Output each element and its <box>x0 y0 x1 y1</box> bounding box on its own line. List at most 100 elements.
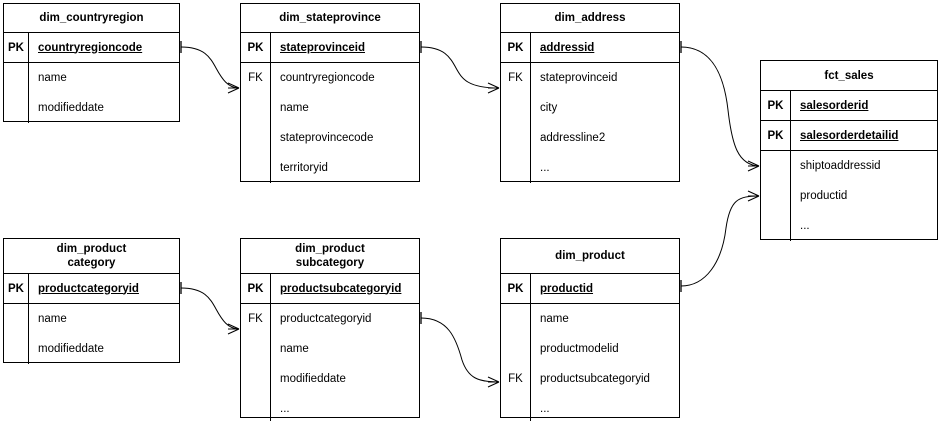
attribute-name[interactable]: shiptoaddressid <box>800 160 881 172</box>
key-marker-pk: PK <box>8 41 24 54</box>
attribute-column: stateprovinceid <box>271 33 419 62</box>
attribute-column: salesorderdetailid <box>791 121 937 150</box>
attribute-name[interactable]: modifieddate <box>38 102 104 114</box>
attribute-name-pk: productcategoryid <box>38 282 139 295</box>
attribute-name[interactable]: ... <box>540 403 550 415</box>
primary-key-row[interactable]: PK productsubcategoryid <box>241 274 419 304</box>
key-marker-pk: PK <box>767 129 784 142</box>
attribute-name[interactable]: ... <box>540 162 550 174</box>
key-column: PK <box>241 33 271 62</box>
key-marker-pk: PK <box>507 282 524 295</box>
attribute-name[interactable]: countryregioncode <box>280 72 375 84</box>
key-marker-pk: PK <box>247 282 264 295</box>
attribute-column: addressid <box>531 33 679 62</box>
attribute-column: name productmodelid productsubcategoryid..… <box>531 304 679 421</box>
entity-title: dim_product <box>501 239 679 274</box>
cardinality-many-crowfoot <box>487 82 500 94</box>
relationship-productcategory-to-subcategory[interactable] <box>180 282 240 335</box>
entity-title: dim_product subcategory <box>241 239 419 274</box>
key-marker-none <box>4 93 28 123</box>
relationship-line <box>180 287 240 330</box>
attribute-name[interactable]: ... <box>800 220 810 232</box>
key-marker-none <box>501 153 530 183</box>
attribute-name[interactable]: stateprovincecode <box>280 132 374 144</box>
attribute-name[interactable]: name <box>280 102 309 114</box>
attribute-name[interactable]: productid <box>800 190 848 202</box>
key-marker-fk: FK <box>248 72 263 84</box>
attributes-block: FK productcategoryid name modifieddate... <box>241 304 419 421</box>
attribute-name[interactable]: city <box>540 102 558 114</box>
relationship-line <box>180 46 240 89</box>
attribute-name[interactable]: productmodelid <box>540 343 619 355</box>
key-marker-none <box>501 93 530 123</box>
attribute-name[interactable]: name <box>280 343 309 355</box>
attribute-name[interactable]: productcategoryid <box>280 313 372 325</box>
attribute-column: productcategoryid name modifieddate... <box>271 304 419 421</box>
cardinality-many-crowfoot <box>487 376 500 388</box>
attribute-name[interactable]: territoryid <box>280 162 328 174</box>
primary-key-row[interactable]: PK productcategoryid <box>4 274 179 304</box>
attributes-block: name modifieddate <box>4 304 179 364</box>
attributes-block: shiptoaddressid productid... <box>761 151 937 241</box>
attribute-name[interactable]: stateprovinceid <box>540 72 618 84</box>
key-marker-none <box>241 364 270 394</box>
attribute-name[interactable]: ... <box>280 403 290 415</box>
key-marker-none <box>241 153 270 183</box>
primary-key-row[interactable]: PK salesorderdetailid <box>761 121 937 151</box>
key-column: FK <box>501 304 531 421</box>
attribute-name-pk: productsubcategoryid <box>280 282 402 295</box>
cardinality-many-crowfoot <box>227 82 240 94</box>
relationship-address-to-fctsales[interactable] <box>680 41 760 172</box>
primary-key-row[interactable]: PK stateprovinceid <box>241 33 419 63</box>
key-marker-none <box>501 394 530 421</box>
key-marker-fk: FK <box>508 373 523 385</box>
key-marker-none <box>761 151 790 181</box>
attributes-block: FK countryregioncode name stateprovincecode… <box>241 63 419 183</box>
attribute-column: productcategoryid <box>29 274 179 303</box>
key-column: PK <box>761 121 791 150</box>
key-column <box>761 151 791 241</box>
attribute-name[interactable]: modifieddate <box>280 373 346 385</box>
relationship-productsubcategory-to-product[interactable] <box>420 312 500 388</box>
primary-key-row[interactable]: PK salesorderid <box>761 91 937 121</box>
attribute-name[interactable]: name <box>38 313 67 325</box>
key-marker-fk: FK <box>508 72 523 84</box>
key-column <box>4 304 29 364</box>
key-marker-pk: PK <box>247 41 264 54</box>
relationship-countryregion-to-stateprovince[interactable] <box>180 41 240 94</box>
entity-title: dim_countryregion <box>4 4 179 33</box>
relationship-stateprovince-to-address[interactable] <box>420 41 500 94</box>
key-marker-fk: FK <box>248 313 263 325</box>
relationship-line <box>420 46 500 89</box>
attribute-name[interactable]: modifieddate <box>38 343 104 355</box>
key-marker-pk: PK <box>767 99 784 112</box>
entity-title: dim_stateprovince <box>241 4 419 33</box>
attribute-name[interactable]: addressline2 <box>540 132 606 144</box>
attribute-name[interactable]: name <box>540 313 569 325</box>
key-marker-none <box>501 123 530 153</box>
attribute-column: name modifieddate <box>29 304 179 364</box>
entity-title: dim_address <box>501 4 679 33</box>
relationship-product-to-fctsales[interactable] <box>680 190 760 292</box>
relationship-line <box>680 46 760 167</box>
attribute-column: salesorderid <box>791 91 937 120</box>
key-marker-none <box>761 211 790 241</box>
key-marker-pk: PK <box>8 282 24 295</box>
relationship-line <box>680 195 760 287</box>
attribute-name[interactable]: name <box>38 72 67 84</box>
key-column: FK <box>241 63 271 183</box>
key-marker-none <box>761 181 790 211</box>
attribute-name[interactable]: productsubcategoryid <box>540 373 650 385</box>
attributes-block: FK stateprovinceid city addressline2... <box>501 63 679 183</box>
key-marker-none <box>4 304 28 334</box>
